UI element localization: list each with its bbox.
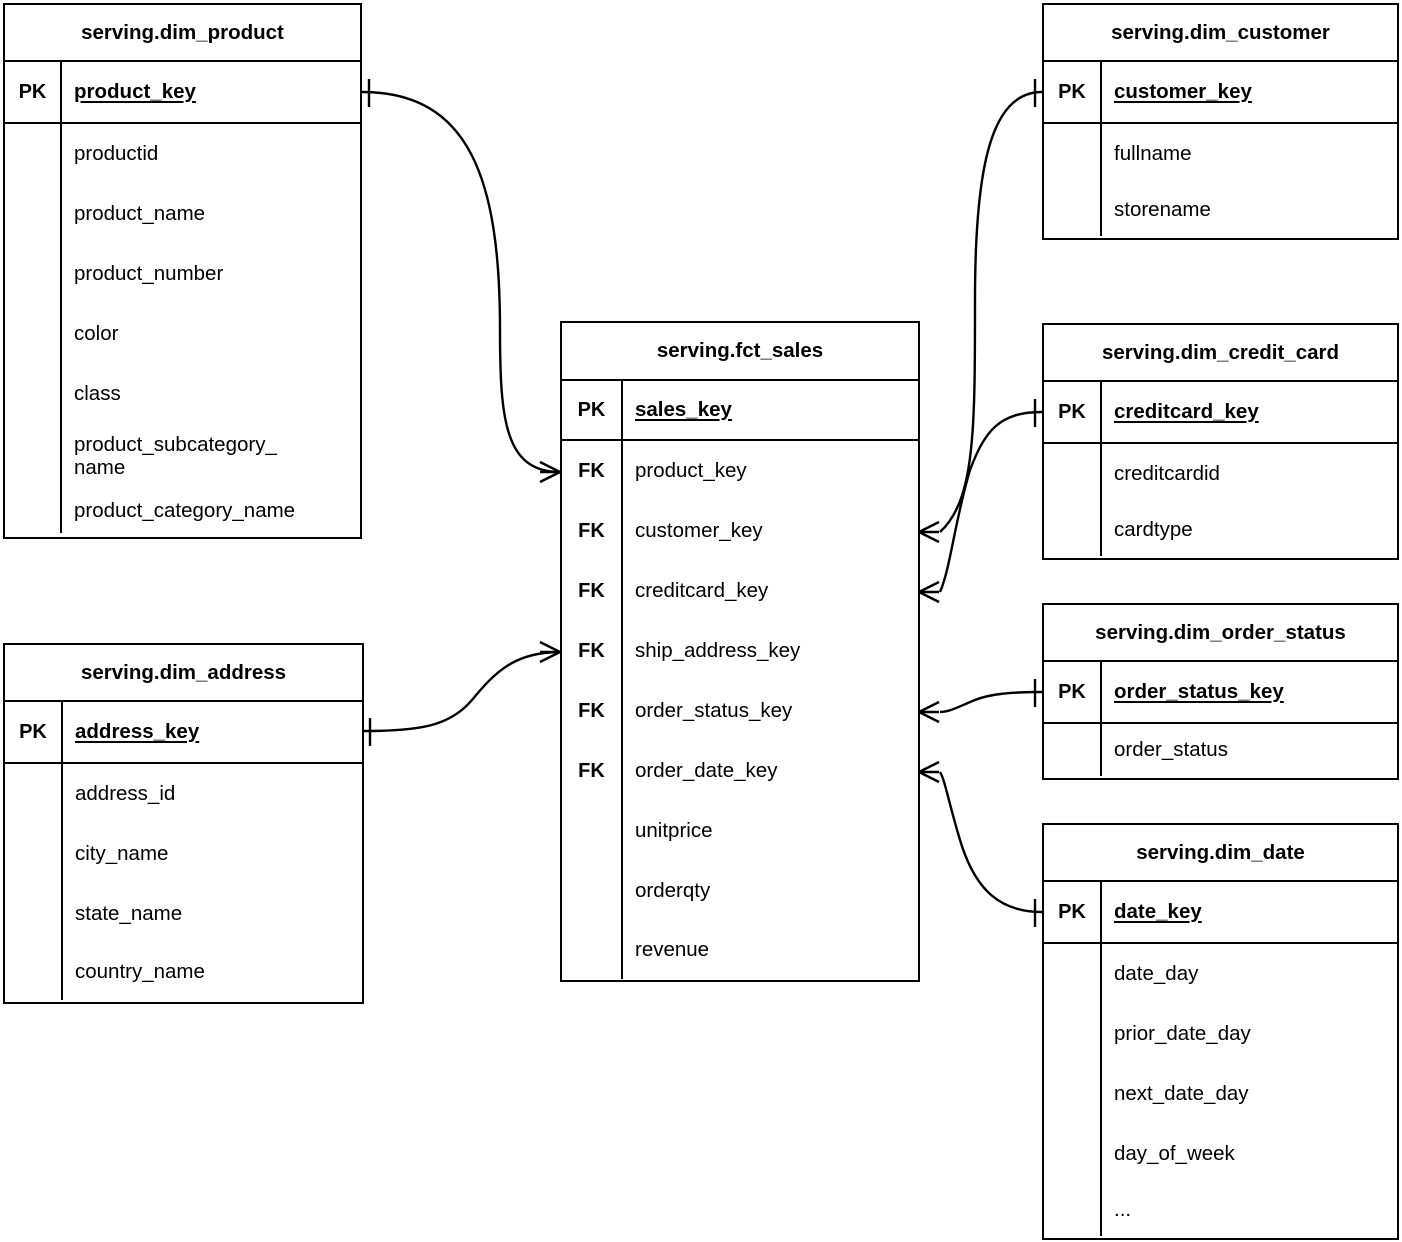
field-row: fullname [1114, 141, 1192, 165]
fk-tag: FK [578, 639, 605, 662]
fk-tag [562, 861, 621, 921]
fk-tag: FK [578, 579, 605, 602]
field-row: ship_address_key [635, 638, 801, 662]
relationship-creditcard-line [938, 410, 1043, 593]
relationship-address-crowsfoot [539, 640, 561, 664]
field-row: prior_date_day [1114, 1021, 1251, 1045]
relationship-orderstatus-crowsfoot [918, 700, 940, 724]
entity-dim-credit-card-body: creditcardid cardtype [1044, 444, 1397, 556]
entity-dim-date-pk-tag: PK [1058, 900, 1086, 923]
relationship-creditcard [918, 399, 1043, 604]
entity-dim-customer-body: fullname storename [1044, 124, 1397, 236]
field-row: customer_key [635, 518, 763, 542]
entity-fct-sales[interactable]: serving.fct_sales PK sales_key FK FK FK … [560, 321, 920, 982]
field-row: next_date_day [1114, 1081, 1249, 1105]
entity-dim-order-status-pk-tag: PK [1058, 680, 1086, 703]
entity-dim-address[interactable]: serving.dim_address PK address_key addre… [3, 643, 364, 1004]
relationship-customer-crowsfoot [918, 520, 940, 544]
entity-fct-sales-pk-row: PK sales_key [562, 381, 918, 441]
field-row: unitprice [635, 818, 713, 842]
field-row: creditcard_key [635, 578, 769, 602]
entity-dim-product-body: productid product_name product_number co… [5, 124, 360, 533]
fk-tag: FK [578, 699, 605, 722]
field-row: product_number [74, 261, 224, 285]
entity-dim-product-pk-row: PK product_key [5, 62, 360, 124]
entity-dim-customer-pk-row: PK customer_key [1044, 62, 1397, 124]
entity-dim-product[interactable]: serving.dim_product PK product_key produ… [3, 3, 362, 539]
fk-tag [562, 801, 621, 861]
field-row: cardtype [1114, 517, 1193, 541]
field-row: orderqty [635, 878, 711, 902]
field-row: country_name [75, 959, 205, 983]
fk-tag: FK [578, 459, 605, 482]
entity-dim-address-pk-tag: PK [19, 720, 47, 743]
entity-dim-customer-pk-tag: PK [1058, 80, 1086, 103]
entity-dim-order-status[interactable]: serving.dim_order_status PK order_status… [1042, 603, 1399, 780]
relationship-product [361, 79, 561, 484]
entity-dim-order-status-body: order_status [1044, 724, 1397, 776]
field-row: productid [74, 141, 159, 165]
field-row: storename [1114, 197, 1211, 221]
field-row: product_name [74, 201, 206, 225]
entity-dim-order-status-pk-name: order_status_key [1114, 679, 1284, 703]
field-row: date_day [1114, 961, 1199, 985]
relationship-date [918, 760, 1043, 927]
relationship-product-line [361, 90, 561, 474]
entity-dim-product-pk-name: product_key [74, 79, 196, 103]
field-row: class [74, 381, 121, 405]
entity-dim-address-pk-name: address_key [75, 719, 200, 743]
field-row: city_name [75, 841, 169, 865]
fk-tag: FK [578, 519, 605, 542]
entity-dim-address-title: serving.dim_address [5, 645, 362, 702]
field-row: product_category_name [74, 499, 296, 523]
entity-dim-product-pk-tag: PK [18, 80, 47, 103]
entity-dim-address-body: address_id city_name state_name country_… [5, 764, 362, 1000]
field-row: state_name [75, 901, 183, 925]
relationship-date-crowsfoot [918, 760, 940, 784]
entity-fct-sales-body: FK FK FK FK FK FK product_key customer_k… [562, 441, 918, 979]
entity-dim-credit-card-pk-tag: PK [1058, 400, 1086, 423]
field-row: revenue [635, 937, 710, 961]
relationship-orderstatus-line [939, 690, 1043, 714]
relationship-creditcard-crowsfoot [918, 580, 940, 604]
field-row: order_date_key [635, 758, 778, 782]
entity-dim-customer-pk-name: customer_key [1114, 79, 1252, 103]
relationship-date-line [938, 771, 1043, 914]
entity-dim-address-pk-row: PK address_key [5, 702, 362, 764]
entity-fct-sales-pk-name: sales_key [635, 397, 732, 421]
entity-dim-date-pk-name: date_key [1114, 899, 1202, 923]
entity-dim-date-title: serving.dim_date [1044, 825, 1397, 882]
relationship-orderstatus [918, 679, 1043, 724]
field-row: order_status_key [635, 698, 793, 722]
field-row: address_id [75, 781, 176, 805]
relationship-customer-line [939, 90, 1043, 533]
entity-dim-credit-card-pk-row: PK creditcard_key [1044, 382, 1397, 444]
entity-dim-order-status-title: serving.dim_order_status [1044, 605, 1397, 662]
fk-tag [562, 921, 621, 979]
field-row: creditcardid [1114, 461, 1220, 485]
field-row: day_of_week [1114, 1141, 1235, 1165]
entity-dim-credit-card-title: serving.dim_credit_card [1044, 325, 1397, 382]
entity-fct-sales-pk-tag: PK [577, 398, 606, 421]
entity-fct-sales-title: serving.fct_sales [562, 323, 918, 381]
entity-dim-credit-card[interactable]: serving.dim_credit_card PK creditcard_ke… [1042, 323, 1399, 560]
entity-dim-product-title: serving.dim_product [5, 5, 360, 62]
relationship-address-line [363, 650, 561, 733]
entity-dim-date-pk-row: PK date_key [1044, 882, 1397, 944]
entity-dim-date-body: date_day prior_date_day next_date_day da… [1044, 944, 1397, 1236]
field-row: ... [1114, 1197, 1132, 1221]
relationship-product-crowsfoot [539, 460, 561, 484]
field-row: product_subcategory_ name [74, 433, 277, 479]
entity-dim-order-status-pk-row: PK order_status_key [1044, 662, 1397, 724]
field-row: color [74, 321, 119, 345]
fk-tag: FK [578, 759, 605, 782]
entity-dim-customer[interactable]: serving.dim_customer PK customer_key ful… [1042, 3, 1399, 240]
entity-dim-credit-card-pk-name: creditcard_key [1114, 399, 1259, 423]
field-row: order_status [1114, 737, 1228, 761]
relationship-address [363, 640, 561, 746]
entity-dim-date[interactable]: serving.dim_date PK date_key date_day pr… [1042, 823, 1399, 1240]
field-row: product_key [635, 458, 747, 482]
relationship-customer [918, 79, 1043, 544]
entity-dim-customer-title: serving.dim_customer [1044, 5, 1397, 62]
